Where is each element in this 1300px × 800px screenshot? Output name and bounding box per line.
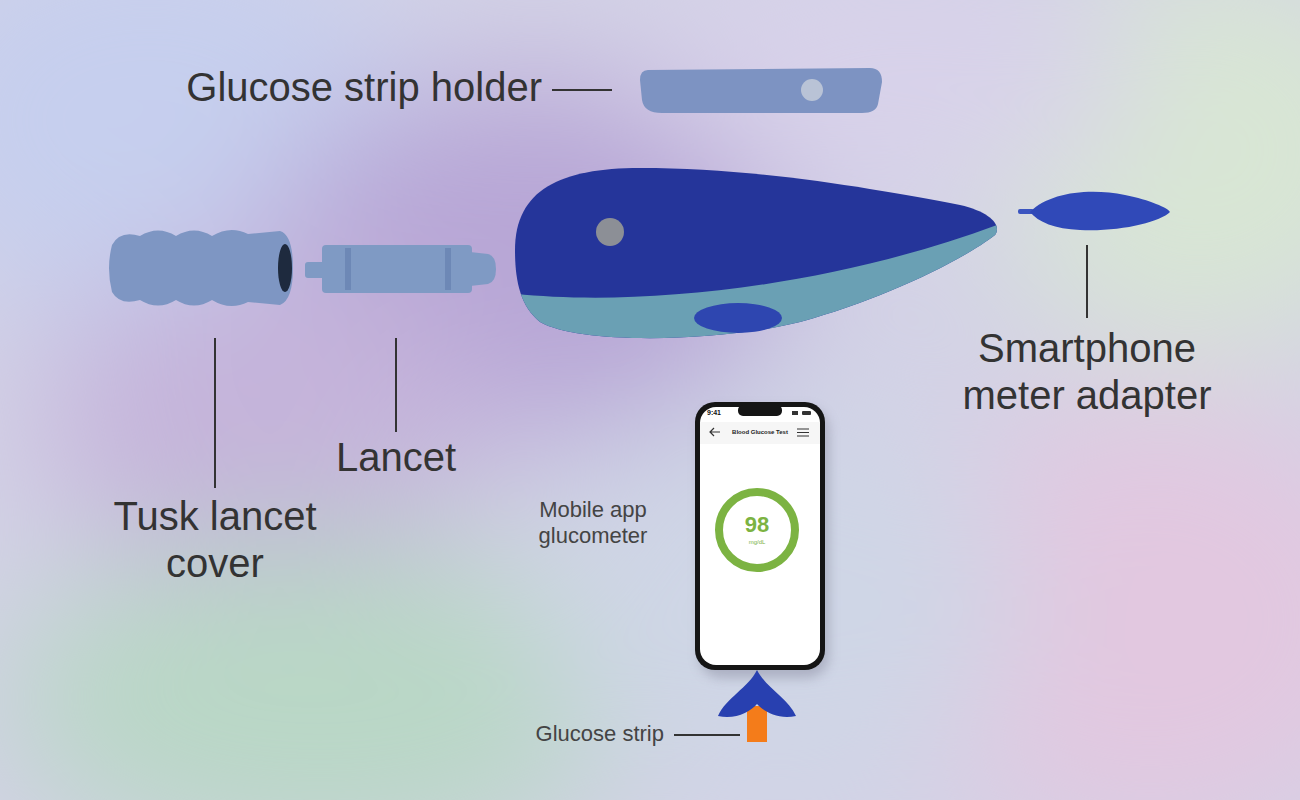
lancet-part	[305, 245, 496, 293]
leader-lines	[215, 90, 1087, 735]
leader-line	[214, 338, 216, 488]
part-label: Glucose strip	[444, 721, 664, 747]
phone	[695, 402, 829, 678]
part-label: Smartphone meter adapter	[937, 325, 1237, 419]
whale-body	[500, 168, 1005, 360]
adapter-body	[1030, 192, 1170, 230]
phone-screen	[700, 407, 820, 665]
leader-line	[395, 338, 397, 432]
tusk-cover	[109, 230, 293, 306]
glucose-unit: mg/dL	[737, 539, 777, 546]
lancet-body	[322, 245, 472, 293]
adapter-tail	[718, 670, 796, 717]
app-header	[700, 422, 820, 444]
leader-line	[1086, 245, 1088, 318]
glucose-gauge	[719, 492, 795, 568]
signal-icon	[792, 411, 798, 415]
meter-adapter	[1018, 192, 1170, 230]
part-label: Mobile app glucometer	[513, 497, 673, 549]
strip-holder-button	[801, 79, 823, 101]
strip-holder	[640, 68, 882, 113]
leader-line	[674, 734, 740, 736]
lancet-rib	[445, 248, 451, 290]
lancet-rib	[345, 248, 351, 290]
tusk-cover-hole	[278, 244, 292, 292]
whale-eye	[596, 218, 624, 246]
tusk-cover-body	[109, 230, 293, 306]
glucose-strip-shape	[747, 706, 767, 742]
lancet-end	[470, 252, 496, 286]
leader-line	[552, 89, 612, 91]
battery-icon	[802, 411, 811, 415]
phone-adapter	[718, 670, 796, 742]
part-label: Glucose strip holder	[122, 64, 542, 111]
whale-belly	[500, 222, 1005, 360]
part-label: Lancet	[306, 434, 486, 481]
back-arrow	[710, 428, 720, 436]
glucose-value: 98	[727, 512, 787, 538]
strip-holder-body	[640, 68, 882, 113]
phone-shadow	[699, 408, 829, 678]
phone-frame	[695, 402, 825, 670]
screen-title: Blood Glucose Test	[725, 429, 795, 436]
part-label: Tusk lancet cover	[90, 493, 340, 587]
whale-fin	[694, 303, 782, 333]
menu-icon	[797, 429, 809, 436]
status-time: 9:41	[707, 409, 737, 417]
phone-notch	[738, 405, 782, 416]
